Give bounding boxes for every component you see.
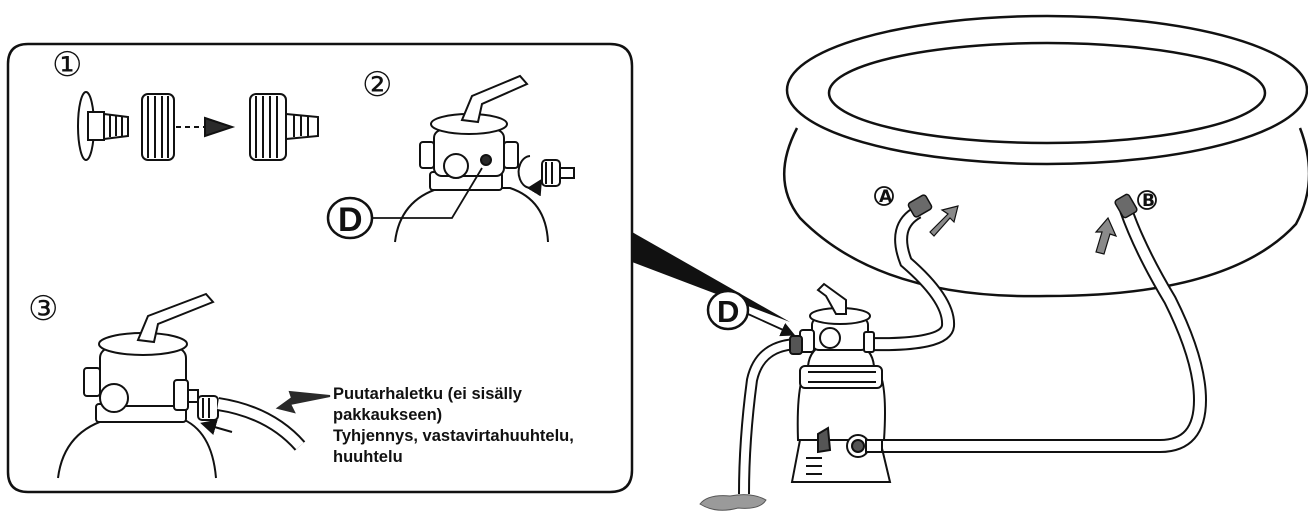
hose-b bbox=[880, 193, 1200, 446]
flow-arrow-b bbox=[1096, 218, 1116, 254]
caption-line-4: huuhtelu bbox=[333, 447, 633, 468]
sand-filter-pump bbox=[790, 284, 890, 482]
pool bbox=[784, 16, 1308, 296]
svg-text:A: A bbox=[879, 187, 893, 207]
d-marker-main: D bbox=[708, 291, 792, 334]
step-3-number: ③ bbox=[28, 289, 58, 329]
b-marker: B bbox=[1138, 191, 1156, 211]
drain-hose bbox=[744, 344, 800, 494]
svg-text:D: D bbox=[717, 294, 739, 329]
caption-line-1: Puutarhaletku (ei sisälly bbox=[333, 384, 633, 405]
water-puddle bbox=[700, 495, 766, 511]
step-2-number: ② bbox=[362, 65, 392, 105]
step-1-number: ① bbox=[52, 45, 82, 85]
a-marker: A bbox=[875, 187, 893, 207]
flow-arrow-a bbox=[930, 206, 958, 236]
caption-line-2: pakkaukseen) bbox=[333, 405, 633, 426]
caption-line-3: Tyhjennys, vastavirtahuuhtelu, bbox=[333, 426, 633, 447]
svg-text:D: D bbox=[338, 201, 363, 239]
garden-hose-caption: Puutarhaletku (ei sisälly pakkaukseen) T… bbox=[333, 384, 633, 468]
svg-text:B: B bbox=[1142, 191, 1155, 211]
